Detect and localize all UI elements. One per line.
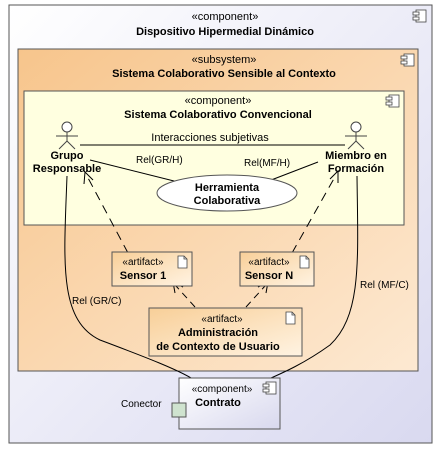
- actor-stick-figure-icon: [345, 121, 367, 150]
- inner-component-stereotype: «component»: [185, 95, 252, 107]
- rel-gr-h-label: Rel(GR/H): [136, 155, 183, 166]
- admin-line2: de Contexto de Usuario: [156, 341, 280, 353]
- outer-component-title: Dispositivo Hipermedial Dinámico: [136, 26, 314, 38]
- sensor1-name: Sensor 1: [120, 270, 166, 282]
- actor-miembro-line2: Formación: [328, 163, 385, 175]
- artifact-sensor-1[interactable]: «artifact» Sensor 1: [111, 251, 193, 287]
- component-icon: [262, 381, 277, 395]
- actor-grupo-line2: Responsable: [33, 163, 101, 175]
- rel-mf-h-label: Rel(MF/H): [244, 158, 290, 169]
- relation-grupo-herramienta[interactable]: [89, 159, 183, 184]
- use-case-line2: Colaborativa: [194, 195, 262, 207]
- dependency-sensorn-miembro[interactable]: [291, 169, 339, 254]
- component-icon: [412, 9, 427, 23]
- rel-mf-c-label: Rel (MF/C): [360, 280, 409, 291]
- relation-miembro-herramienta[interactable]: [265, 161, 319, 183]
- artifact-administracion-contexto[interactable]: «artifact» Administración de Contexto de…: [148, 307, 303, 357]
- contrato-name: Contrato: [195, 397, 241, 409]
- artifact-document-icon: [177, 255, 188, 269]
- artifact-document-icon: [299, 255, 310, 269]
- outer-component-stereotype: «component»: [192, 11, 259, 23]
- relation-grupo-contrato[interactable]: [64, 175, 198, 383]
- contrato-stereotype: «component»: [192, 384, 253, 395]
- component-icon: [385, 94, 400, 108]
- subsystem-title: Sistema Colaborativo Sensible al Context…: [112, 68, 336, 80]
- actor-grupo-line1: Grupo: [51, 150, 84, 162]
- inner-component-title: Sistema Colaborativo Convencional: [124, 109, 312, 121]
- rel-gr-c-label: Rel (GR/C): [72, 296, 121, 307]
- connector-port[interactable]: [171, 402, 187, 418]
- sensor1-stereotype: «artifact»: [122, 257, 164, 268]
- sensorn-name: Sensor N: [245, 270, 293, 282]
- admin-line1: Administración: [178, 327, 258, 339]
- sensorn-stereotype: «artifact»: [248, 257, 290, 268]
- actor-miembro-en-formacion[interactable]: Miembro en Formación: [325, 121, 387, 175]
- artifact-document-icon: [285, 311, 296, 325]
- actor-miembro-line1: Miembro en: [325, 150, 387, 162]
- interaction-label: Interacciones subjetivas: [151, 132, 269, 144]
- use-case-line1: Herramienta: [195, 182, 260, 194]
- actor-stick-figure-icon: [56, 121, 78, 150]
- admin-stereotype: «artifact»: [201, 314, 243, 325]
- component-contrato[interactable]: «component» Contrato: [178, 377, 281, 430]
- use-case-herramienta-colaborativa[interactable]: Herramienta Colaborativa: [156, 174, 298, 212]
- subsystem-stereotype: «subsystem»: [192, 54, 257, 66]
- dependency-sensor1-grupo[interactable]: [83, 170, 129, 254]
- artifact-sensor-n[interactable]: «artifact» Sensor N: [239, 251, 315, 287]
- component-icon: [400, 53, 415, 67]
- connector-label: Conector: [121, 399, 162, 410]
- relation-miembro-contrato[interactable]: [261, 175, 359, 383]
- actor-grupo-responsable[interactable]: Grupo Responsable: [33, 121, 101, 175]
